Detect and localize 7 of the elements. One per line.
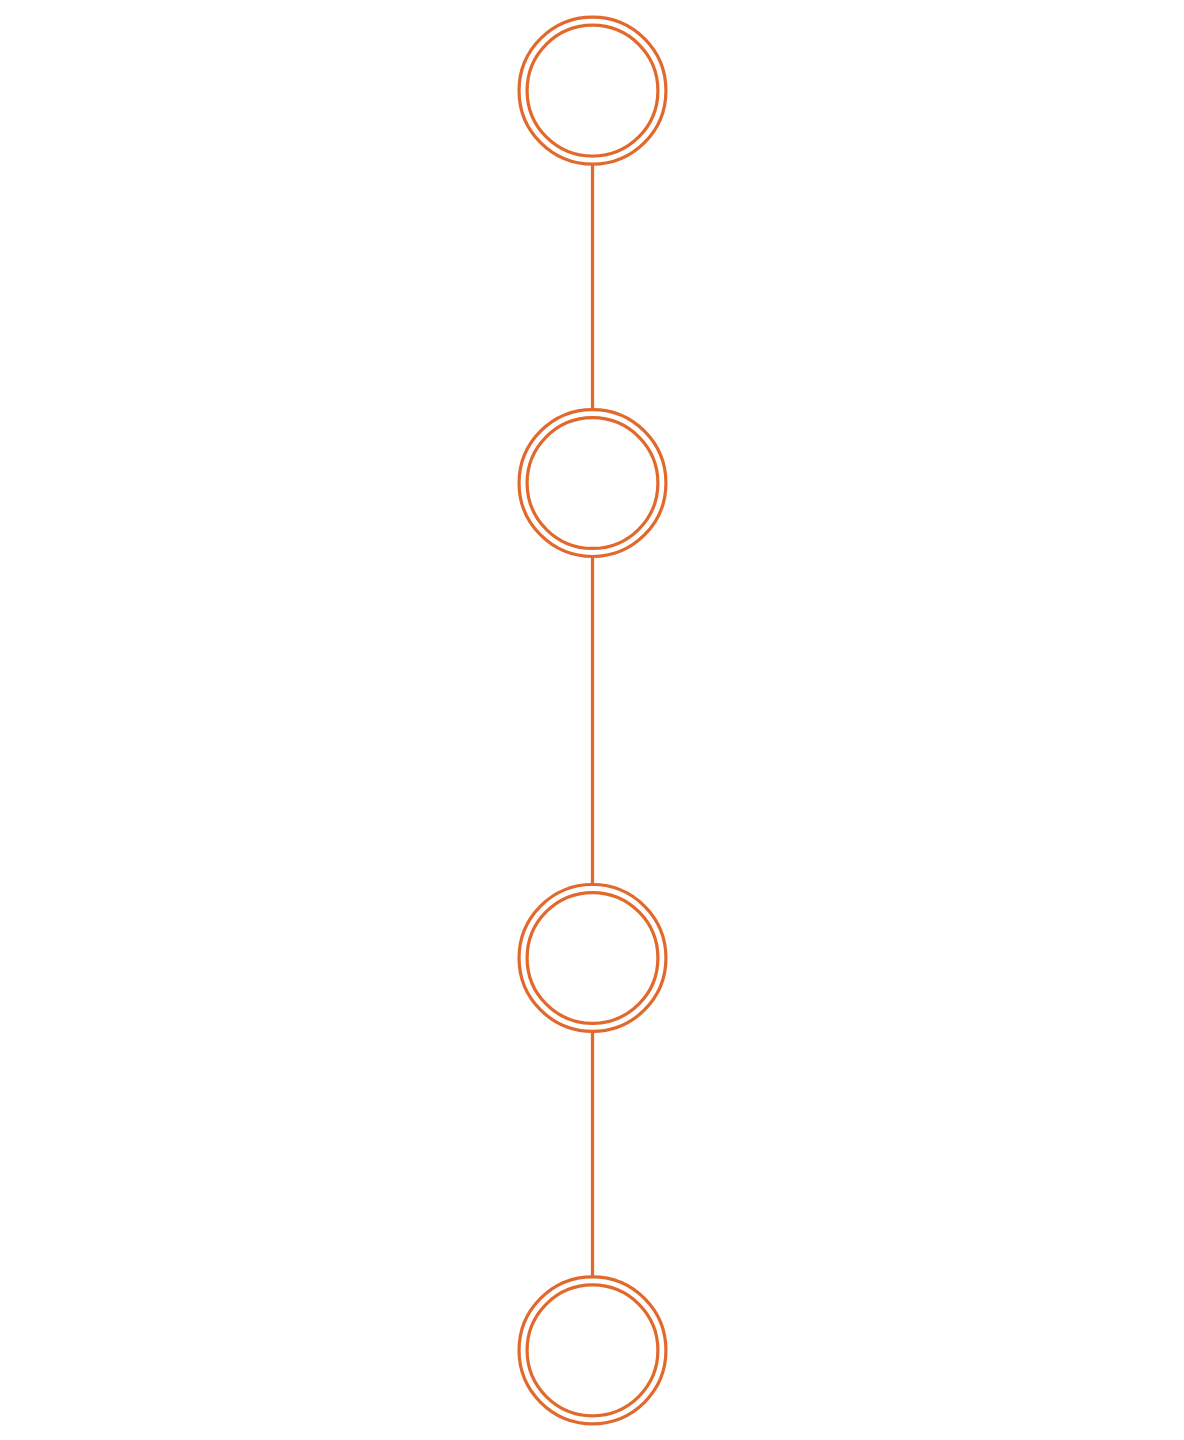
connector bbox=[590, 1031, 594, 1277]
node-circle bbox=[516, 407, 668, 558]
connector bbox=[590, 556, 594, 884]
node-circle bbox=[516, 882, 668, 1033]
node-circle bbox=[516, 15, 668, 166]
node-circle bbox=[516, 1274, 668, 1425]
connector bbox=[590, 164, 594, 409]
